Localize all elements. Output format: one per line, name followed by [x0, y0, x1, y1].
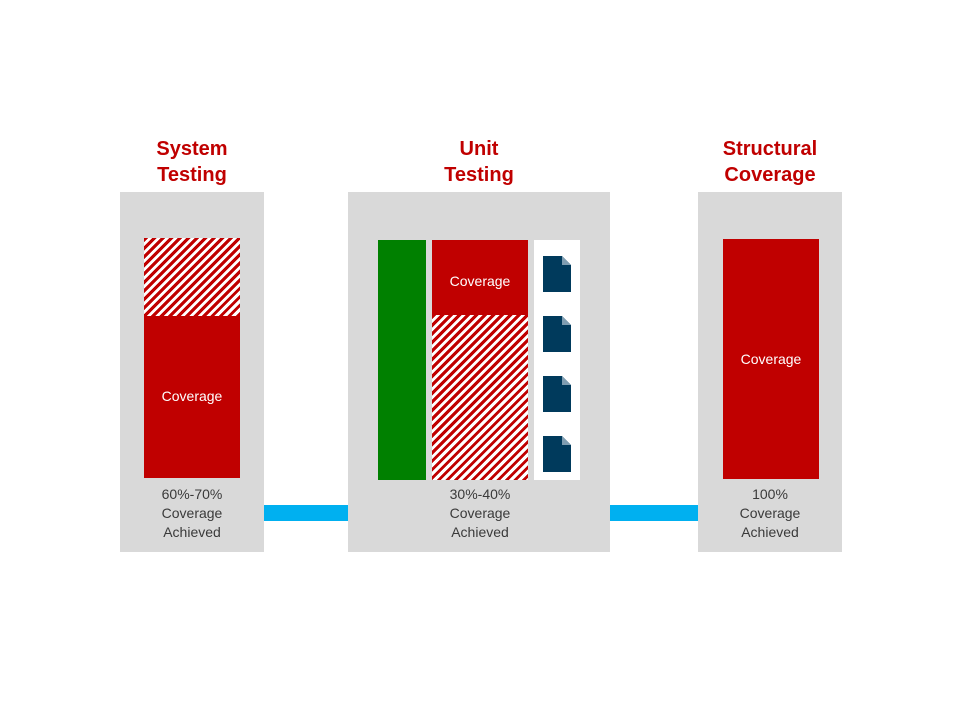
unit-caption: 30%-40% Coverage Achieved [432, 485, 528, 542]
system-caption-coverage: Coverage [161, 505, 223, 521]
unit-uncovered-hatch [432, 315, 528, 480]
structural-coverage-panel: Coverage 100% Coverage Achieved [698, 192, 842, 552]
structural-coverage-bar: Coverage [723, 239, 819, 479]
structural-caption-range: 100% [752, 486, 788, 502]
document-icon [543, 376, 571, 412]
unit-caption-coverage: Coverage [449, 505, 511, 521]
structural-coverage-label: Coverage [740, 351, 802, 367]
unit-document-column [534, 240, 580, 480]
document-icon [543, 436, 571, 472]
system-coverage-bar: Coverage [144, 316, 240, 478]
document-icon [543, 316, 571, 352]
unit-coverage-label: Coverage [449, 273, 511, 289]
unit-testing-panel: Coverage 30%-40% Coverage Achieved [348, 192, 610, 552]
system-caption-achieved: Achieved [163, 524, 221, 540]
system-caption: 60%-70% Coverage Achieved [120, 485, 264, 542]
system-coverage-label: Coverage [161, 388, 223, 404]
system-uncovered-hatch [144, 238, 240, 316]
unit-testing-title: Unit Testing [444, 138, 514, 186]
unit-caption-range: 30%-40% [449, 486, 511, 502]
system-caption-range: 60%-70% [161, 486, 223, 502]
unit-caption-achieved: Achieved [451, 524, 509, 540]
structural-caption-coverage: Coverage [739, 505, 801, 521]
structural-caption-achieved: Achieved [741, 524, 799, 540]
unit-coverage-bar: Coverage [432, 240, 528, 315]
system-testing-title: System Testing [156, 138, 228, 186]
system-testing-panel: Coverage 60%-70% Coverage Achieved [120, 192, 264, 552]
unit-green-bar [378, 240, 426, 480]
structural-coverage-title: Structural Coverage [722, 138, 818, 186]
structural-caption: 100% Coverage Achieved [698, 485, 842, 542]
document-icon [543, 256, 571, 292]
